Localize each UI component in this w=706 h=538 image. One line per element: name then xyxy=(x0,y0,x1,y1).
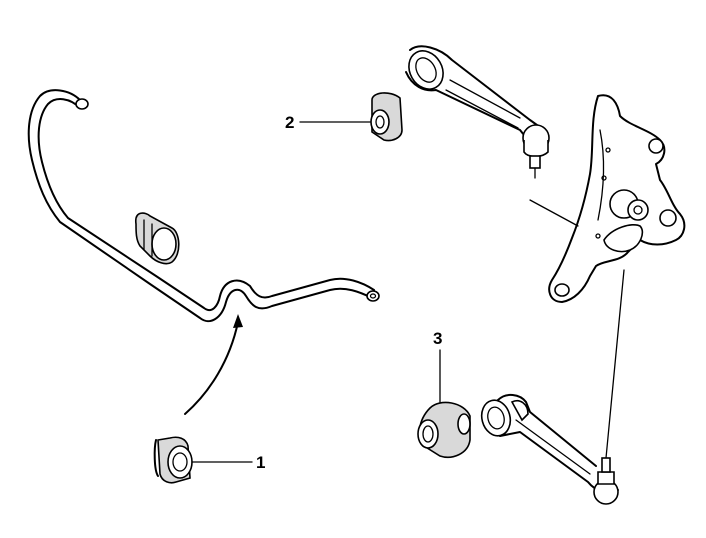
lower-control-arm xyxy=(480,394,619,505)
stabilizer-bar-bushing xyxy=(135,212,180,265)
callout-3-label: 3 xyxy=(433,329,442,348)
part-2-bushing: 2 xyxy=(285,92,403,142)
upper-joint-leader xyxy=(529,199,579,227)
steering-knuckle xyxy=(548,94,686,303)
part-3-bushing: 3 xyxy=(417,329,471,458)
part-1-bushing: 1 xyxy=(153,436,265,484)
callout-1-label: 1 xyxy=(256,453,265,472)
callout-2-label: 2 xyxy=(285,113,294,132)
stabilizer-bar xyxy=(27,89,380,323)
pointer-arrow xyxy=(184,314,243,415)
lower-joint-leader xyxy=(605,269,625,459)
upper-control-arm xyxy=(405,45,550,179)
